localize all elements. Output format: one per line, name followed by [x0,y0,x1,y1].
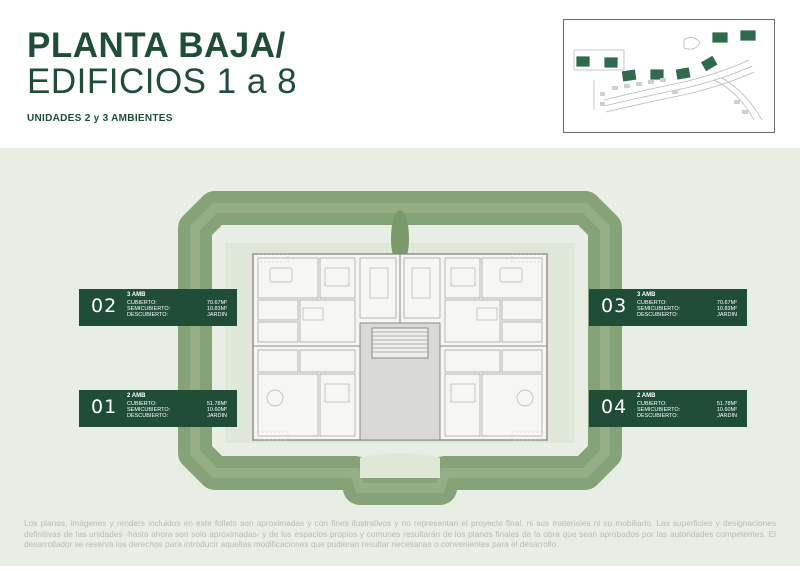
unit-rooms: 3 AMB [637,292,656,298]
unit-semicovered-row: SEMICUBIERTO:10.60M² [637,407,737,413]
unit-rooms: 3 AMB [127,292,146,298]
unit-rooms: 2 AMB [637,393,656,399]
page-subtitle: UNIDADES 2 y 3 AMBIENTES [27,113,173,124]
legal-disclaimer: Los planos, imágenes y renders incluidos… [24,518,776,549]
unit-semicovered-row: SEMICUBIERTO:10.83M² [127,306,227,312]
unit-number: 03 [601,295,628,317]
unit-card-02: 02 3 AMB CUBIERTO:70.67M² SEMICUBIERTO:1… [79,289,237,326]
unit-covered-row: CUBIERTO:70.67M² [637,300,737,306]
site-map-drawing [573,29,763,121]
unit-rooms: 2 AMB [127,393,146,399]
site-key-map [563,19,775,133]
unit-card-01: 01 2 AMB CUBIERTO:51.78M² SEMICUBIERTO:1… [79,390,237,427]
unit-uncovered-row: DESCUBIERTO:JARDIN [637,413,737,419]
floor-plan-area [0,148,800,566]
unit-number: 04 [601,396,628,418]
unit-number: 01 [91,396,118,418]
page-title-buildings: EDIFICIOS 1 a 8 [27,62,298,101]
page-title: PLANTA BAJA/ [27,26,286,65]
unit-semicovered-row: SEMICUBIERTO:10.83M² [637,306,737,312]
unit-uncovered-row: DESCUBIERTO:JARDIN [127,312,227,318]
floor-plan-drawing [178,191,622,505]
unit-semicovered-row: SEMICUBIERTO:10.60M² [127,407,227,413]
unit-covered-row: CUBIERTO:51.78M² [637,401,737,407]
unit-uncovered-row: DESCUBIERTO:JARDIN [127,413,227,419]
unit-covered-row: CUBIERTO:70.67M² [127,300,227,306]
unit-number: 02 [91,295,118,317]
unit-covered-row: CUBIERTO:51.78M² [127,401,227,407]
unit-uncovered-row: DESCUBIERTO:JARDIN [637,312,737,318]
unit-card-03: 03 3 AMB CUBIERTO:70.67M² SEMICUBIERTO:1… [589,289,747,326]
unit-card-04: 04 2 AMB CUBIERTO:51.78M² SEMICUBIERTO:1… [589,390,747,427]
